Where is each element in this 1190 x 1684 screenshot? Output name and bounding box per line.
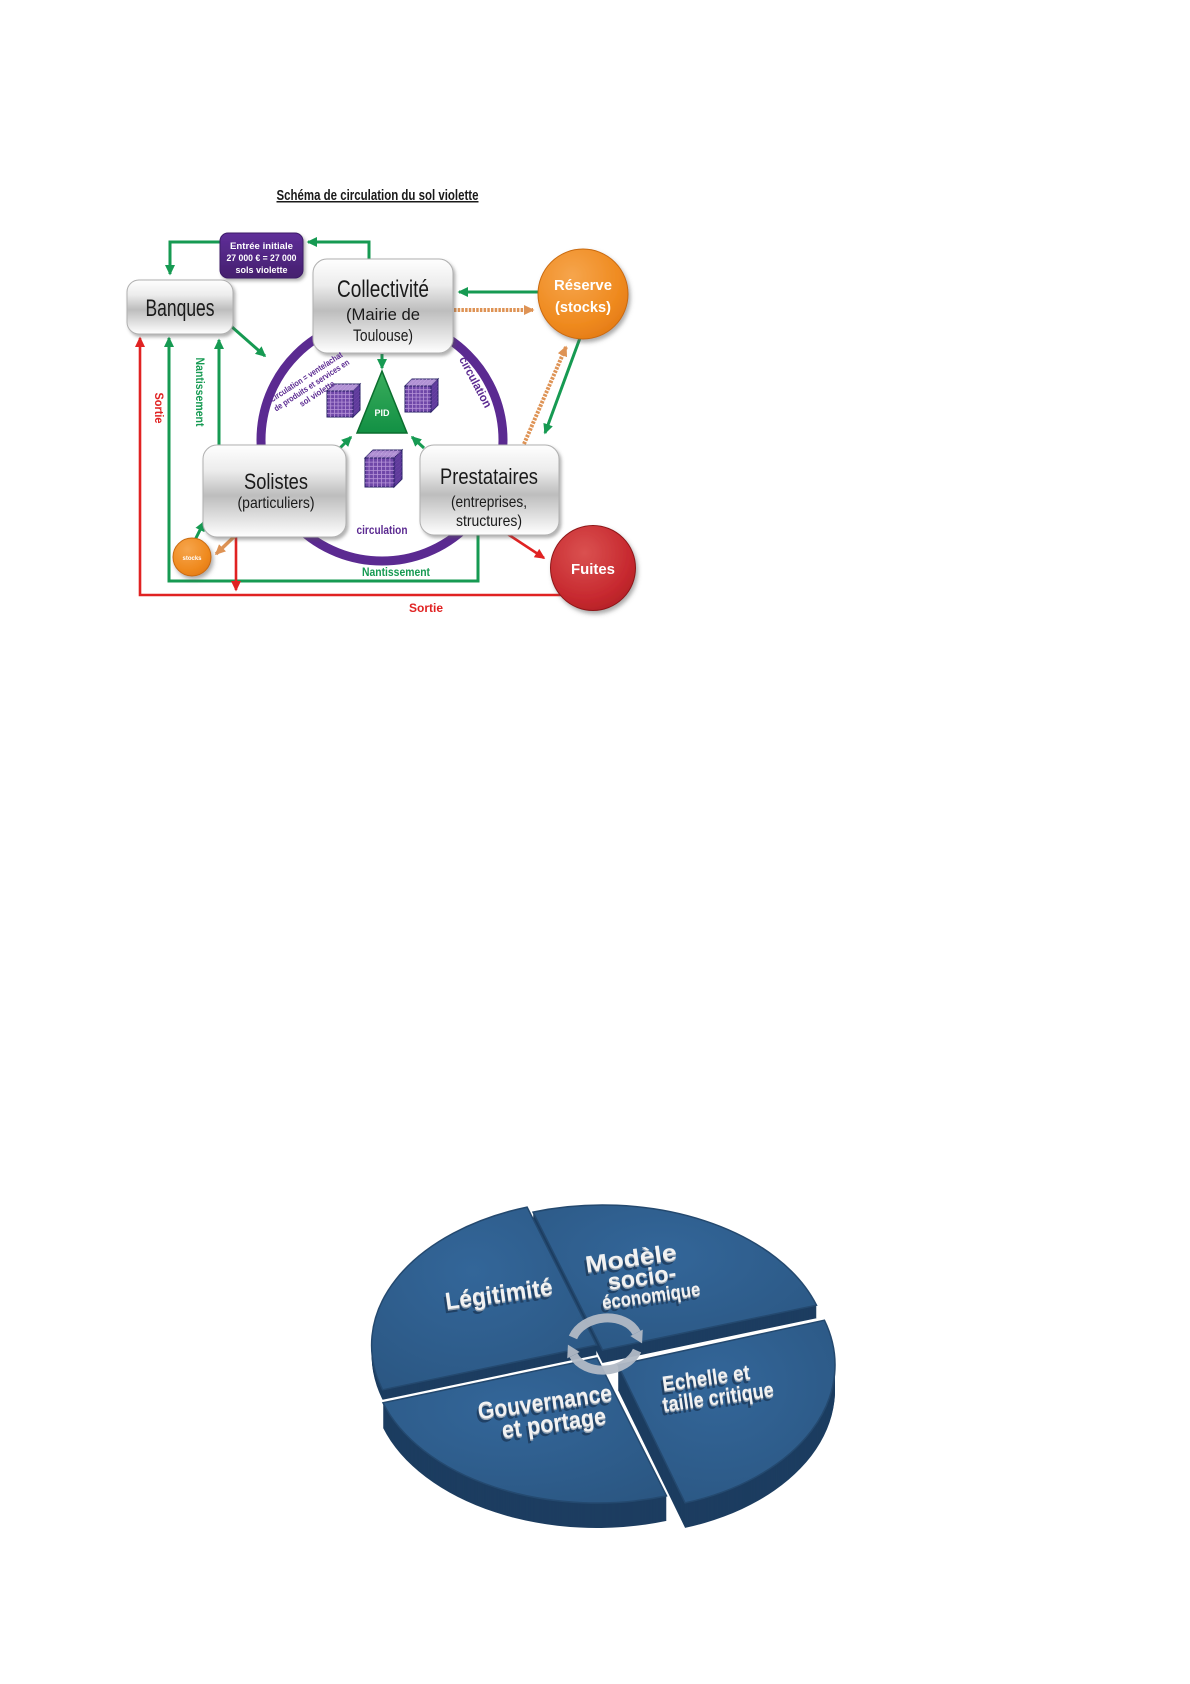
svg-text:stocks: stocks [182,556,202,562]
svg-text:(particuliers): (particuliers) [238,495,315,512]
svg-text:Fuites: Fuites [571,561,615,578]
svg-text:Schéma de circulation du sol v: Schéma de circulation du sol violette [277,187,479,204]
svg-text:Toulouse): Toulouse) [353,326,413,345]
svg-text:sols violette: sols violette [236,265,288,275]
svg-text:27 000 € = 27 000: 27 000 € = 27 000 [227,253,297,263]
svg-text:(stocks): (stocks) [555,299,611,316]
svg-text:Réserve: Réserve [554,277,612,294]
svg-text:Banques: Banques [146,295,215,322]
svg-text:circulation: circulation [357,523,408,537]
svg-text:Nantissement: Nantissement [362,565,430,579]
svg-text:structures): structures) [456,513,522,530]
svg-text:(entreprises,: (entreprises, [451,494,527,511]
svg-text:Sortie: Sortie [152,393,166,424]
svg-text:Collectivité: Collectivité [337,276,429,303]
svg-text:PID: PID [374,408,390,418]
svg-text:Entrée initiale: Entrée initiale [230,241,293,251]
svg-text:Solistes: Solistes [244,469,308,494]
svg-text:(Mairie de: (Mairie de [346,305,420,324]
svg-text:Sortie: Sortie [409,601,443,615]
svg-text:Prestataires: Prestataires [440,464,538,489]
svg-text:Nantissement: Nantissement [193,358,207,427]
